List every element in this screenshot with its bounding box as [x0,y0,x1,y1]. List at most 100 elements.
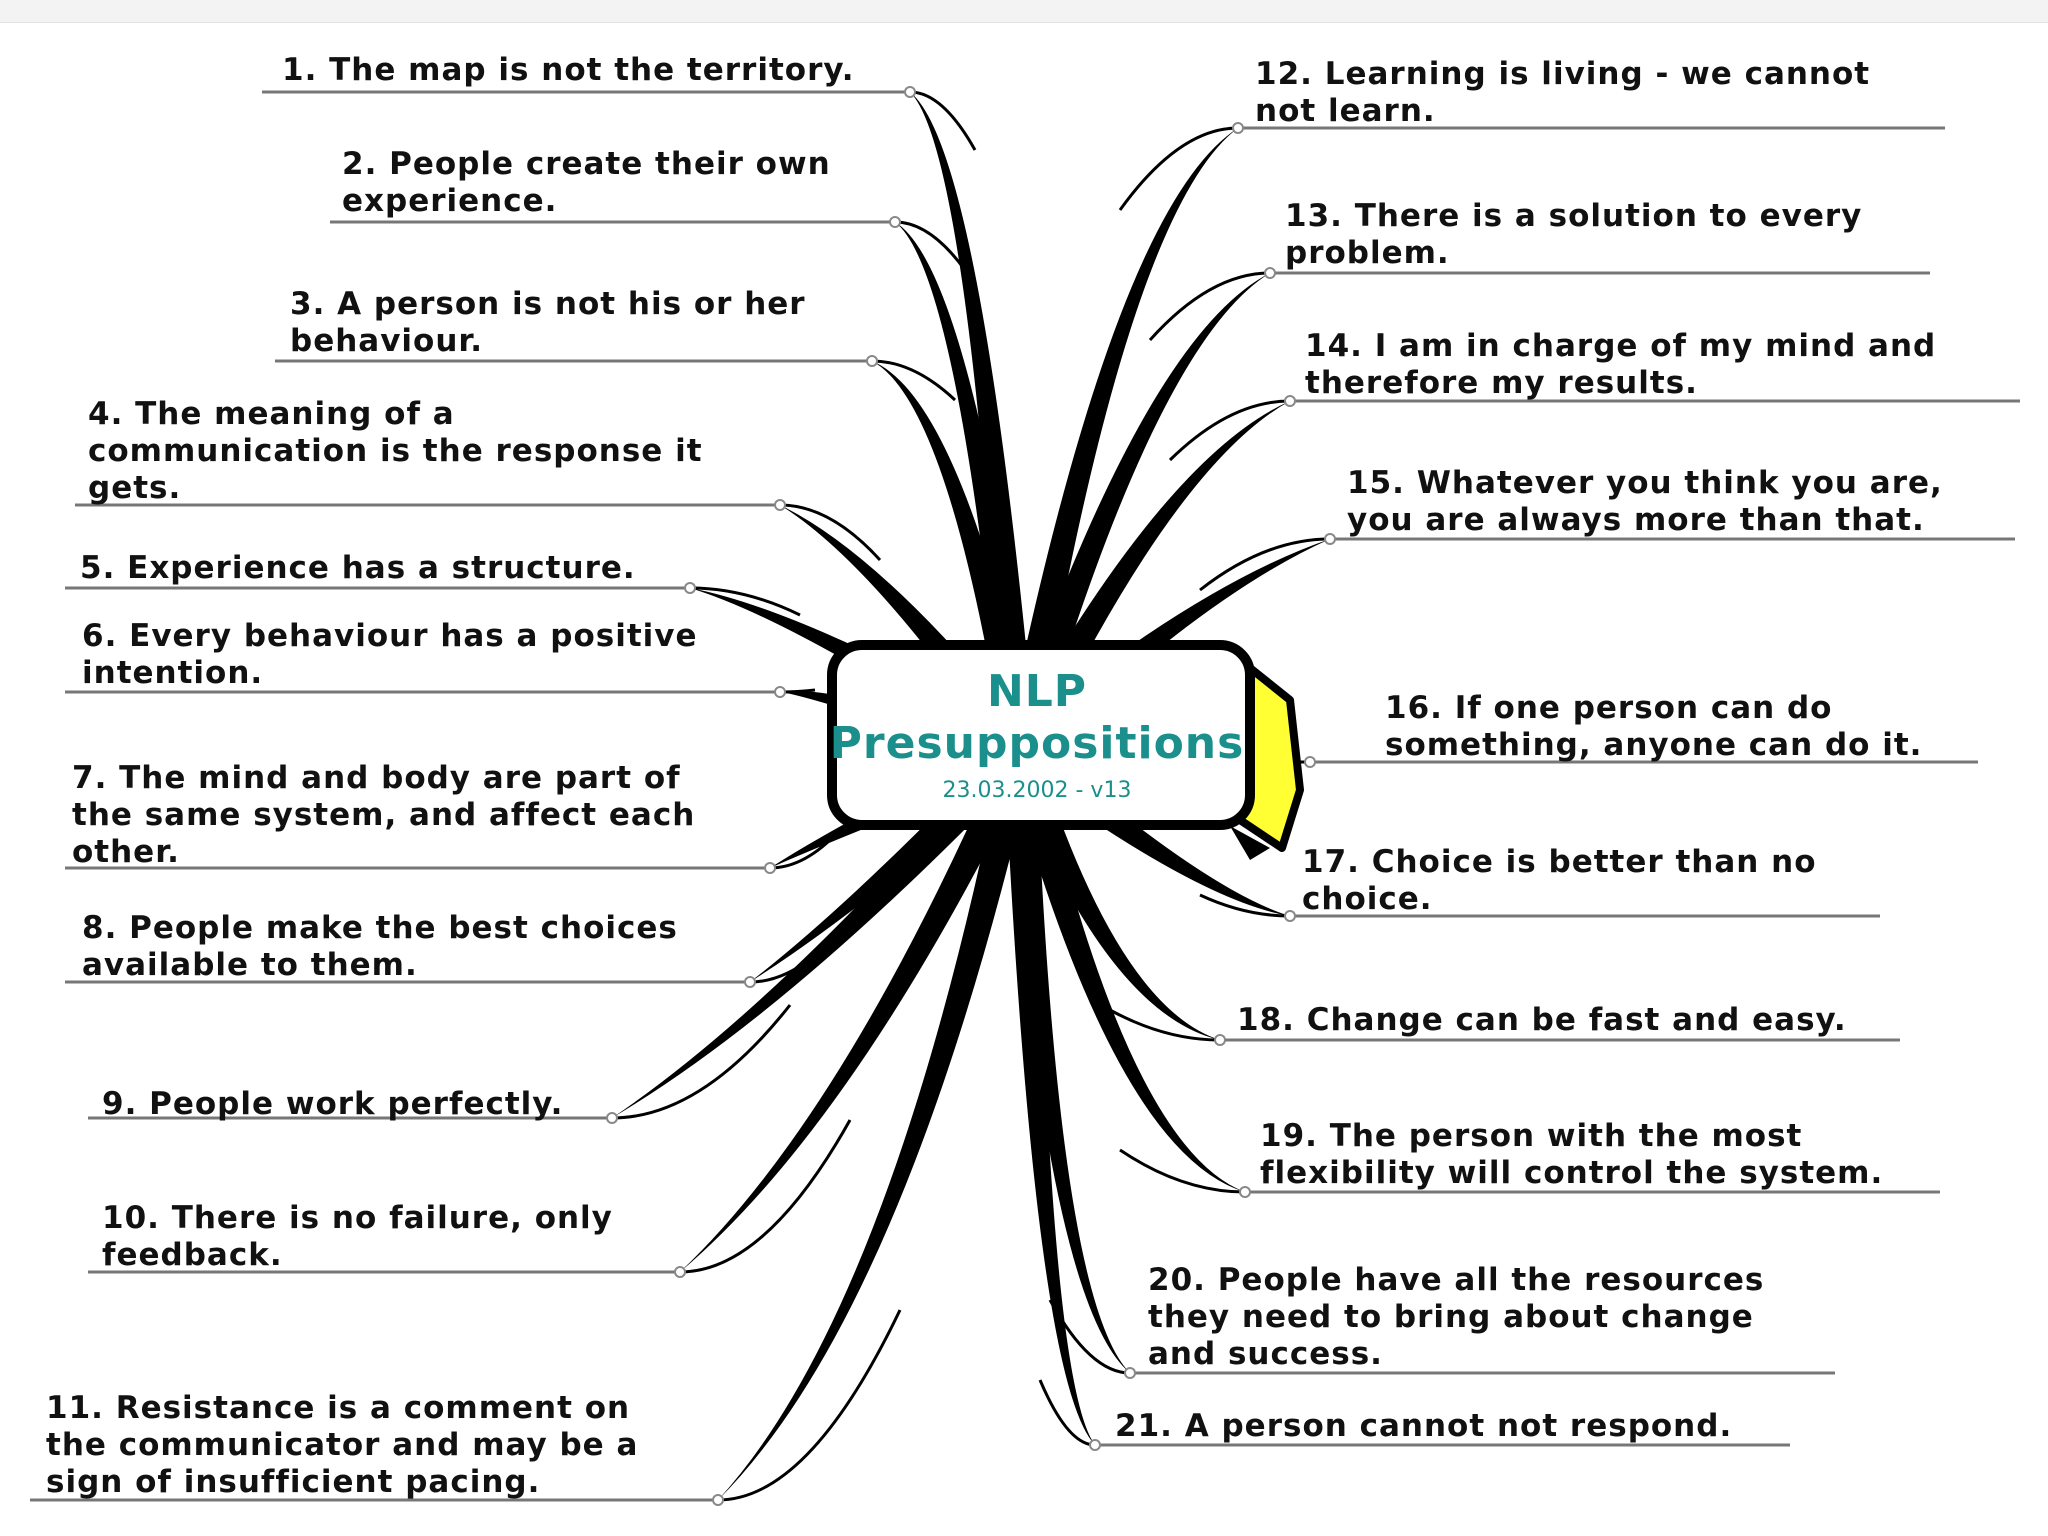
branch-label-line: feedback. [102,1237,283,1273]
branch-tip-3 [871,359,957,402]
branch-tip-1 [909,90,977,151]
branch-label-line: 13. There is a solution to every [1285,198,1863,234]
branch-label-line: 19. The person with the most [1260,1118,1803,1154]
branch-tip-2 [894,220,967,271]
branch-label-line: problem. [1285,235,1450,271]
branch-node-15 [1324,533,1336,545]
branch-node-7 [764,862,776,874]
branch-label-line: 6. Every behaviour has a positive [82,618,698,654]
branch-tip-11 [717,1309,902,1502]
branch-label-18: 18. Change can be fast and easy. [1237,1002,1847,1039]
branch-node-10 [674,1266,686,1278]
branch-tip-12 [1118,126,1239,211]
branch-tip-18 [1109,1008,1221,1042]
branch-label-line: they need to bring about change [1148,1299,1754,1335]
central-topic: NLP Presuppositions 23.03.2002 - v13 [822,640,1252,830]
branch-label-line: the same system, and affect each [72,797,696,833]
branch-label-line: communication is the response it [88,433,703,469]
branch-label-line: not learn. [1255,93,1436,129]
branch-node-14 [1284,395,1296,407]
branch-node-18 [1214,1034,1226,1046]
branch-node-3 [866,355,878,367]
branch-node-17 [1284,910,1296,922]
branch-tip-15 [1199,537,1331,592]
branch-tip-13 [1148,271,1271,342]
central-topic-title-line2: Presuppositions [829,718,1245,769]
branch-label-line: 12. Learning is living - we cannot [1255,56,1871,92]
branch-node-11 [712,1494,724,1506]
branch-label-line: other. [72,834,180,870]
branch-label-line: 3. A person is not his or her [290,286,806,322]
branch-label-line: 9. People work perfectly. [102,1086,564,1122]
branch-node-19 [1239,1186,1251,1198]
branch-node-5 [684,582,696,594]
branch-connector-21 [1004,748,1095,1445]
branch-label-line: flexibility will control the system. [1260,1155,1884,1191]
branch-tip-10 [679,1119,852,1274]
branch-label-line: 18. Change can be fast and easy. [1237,1002,1847,1038]
branch-tip-7 [769,828,842,870]
branch-tip-5 [689,586,801,617]
branch-node-21 [1089,1439,1101,1451]
branch-label-line: 10. There is no failure, only [102,1200,613,1236]
branch-label-line: the communicator and may be a [46,1427,639,1463]
branch-node-9 [606,1112,618,1124]
branch-label-21: 21. A person cannot not respond. [1115,1408,1732,1445]
branch-label-line: 7. The mind and body are part of [72,760,681,796]
branch-tip-4 [779,503,882,562]
branch-label-line: 8. People make the best choices [82,910,678,946]
branch-tip-19 [1119,1148,1246,1194]
branch-label-line: gets. [88,470,182,506]
branch-node-6 [774,686,786,698]
branch-label-line: 2. People create their own [342,146,831,182]
branch-label-15: 15. Whatever you think you are,you are a… [1347,465,1943,539]
branch-label-1: 1. The map is not the territory. [282,52,855,89]
branch-label-5: 5. Experience has a structure. [80,550,636,587]
central-box-shadow-notch [1230,826,1270,860]
branch-label-line: 20. People have all the resources [1148,1262,1765,1298]
central-topic-subtitle: 23.03.2002 - v13 [942,778,1132,803]
branch-label-line: 4. The meaning of a [88,396,455,432]
branch-connector-11 [718,744,1035,1500]
branch-node-13 [1264,267,1276,279]
branch-label-line: available to them. [82,947,418,983]
branch-label-line: behaviour. [290,323,484,359]
branch-label-line: experience. [342,183,558,219]
branch-label-line: choice. [1302,881,1433,917]
branch-tip-14 [1168,399,1291,462]
branch-label-line: 16. If one person can do [1385,690,1833,726]
branch-label-line: something, anyone can do it. [1385,727,1923,763]
branch-label-9: 9. People work perfectly. [102,1086,563,1123]
branch-label-line: 21. A person cannot not respond. [1115,1408,1733,1444]
branch-label-line: 17. Choice is better than no [1302,844,1817,880]
branch-node-12 [1232,122,1244,134]
branch-label-line: and success. [1148,1336,1383,1372]
branch-tip-21 [1038,1379,1096,1447]
branch-label-line: you are always more than that. [1347,502,1925,538]
branch-node-1 [904,86,916,98]
branch-tip-9 [611,1004,792,1120]
branch-node-16 [1304,756,1316,768]
branch-connector-9 [612,738,1031,1118]
central-topic-title-line1: NLP [986,666,1088,717]
branch-label-line: intention. [82,655,264,691]
window-top-strip [0,0,2048,23]
branch-node-4 [774,499,786,511]
branch-label-line: 14. I am in charge of my mind and [1305,328,1937,364]
central-box [827,640,1304,860]
central-box-face [827,640,1255,830]
